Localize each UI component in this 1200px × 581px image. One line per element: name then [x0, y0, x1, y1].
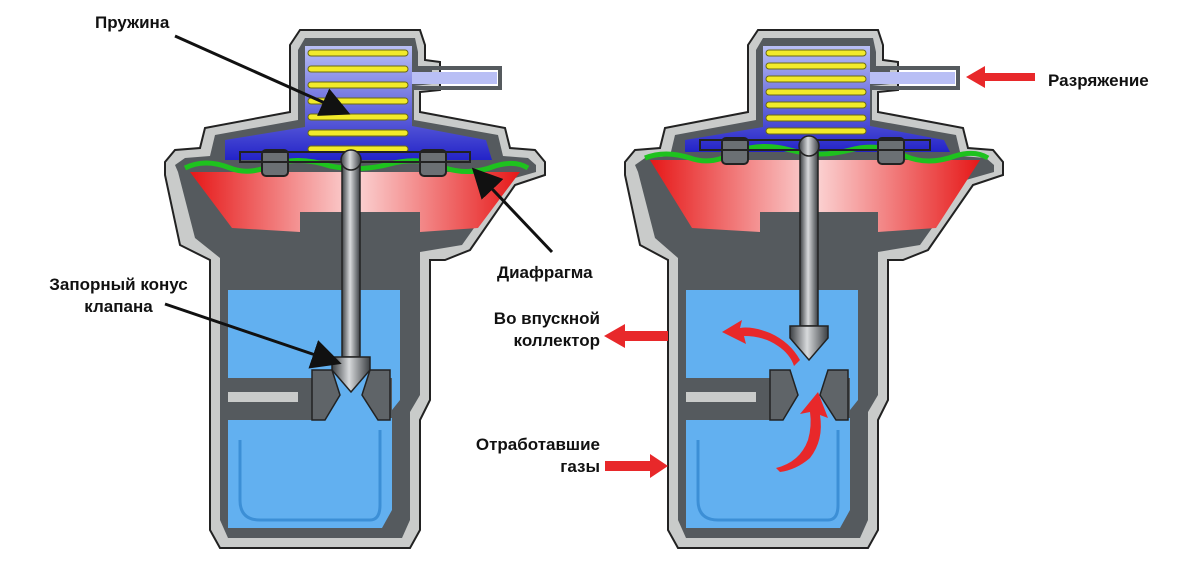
- valve-cone: [789, 325, 829, 362]
- label-valve-cone-line2: клапана: [84, 297, 153, 316]
- label-exhaust-line2: газы: [560, 457, 600, 476]
- label-exhaust-line1: Отработавшие: [475, 435, 600, 454]
- label-valve-cone-line1: Запорный конус: [49, 275, 188, 294]
- label-diaphragm: Диафрагма: [497, 263, 593, 282]
- valve-open: [624, 29, 1004, 549]
- label-exhaust: Отработавшие газы: [440, 434, 600, 478]
- vacuum-pipe: [412, 72, 497, 84]
- flow-arrow-down: [776, 392, 828, 472]
- leader-cone: [164, 302, 342, 369]
- valve-stem: [799, 147, 819, 327]
- vacuum-chamber: [685, 46, 950, 152]
- leader-diaphragm: [471, 167, 554, 254]
- flow-arrow-up: [722, 320, 800, 366]
- label-intake-line1: Во впускной: [493, 309, 600, 328]
- vacuum-pipe: [870, 72, 955, 84]
- diaphragm: [644, 144, 990, 164]
- label-vacuum: Разряжение: [1048, 71, 1149, 90]
- leader-spring: [174, 34, 351, 116]
- valve-stem: [341, 161, 361, 358]
- exhaust-arrow: [605, 454, 668, 478]
- spring: [765, 49, 867, 135]
- label-intake: Во впускной коллектор: [440, 308, 600, 352]
- intake-arrow: [604, 324, 668, 348]
- label-spring: Пружина: [95, 13, 170, 32]
- valve-closed: [164, 29, 546, 549]
- label-intake-line2: коллектор: [513, 331, 600, 350]
- label-valve-cone: Запорный конус клапана: [26, 274, 211, 318]
- vacuum-arrow: [966, 66, 1035, 88]
